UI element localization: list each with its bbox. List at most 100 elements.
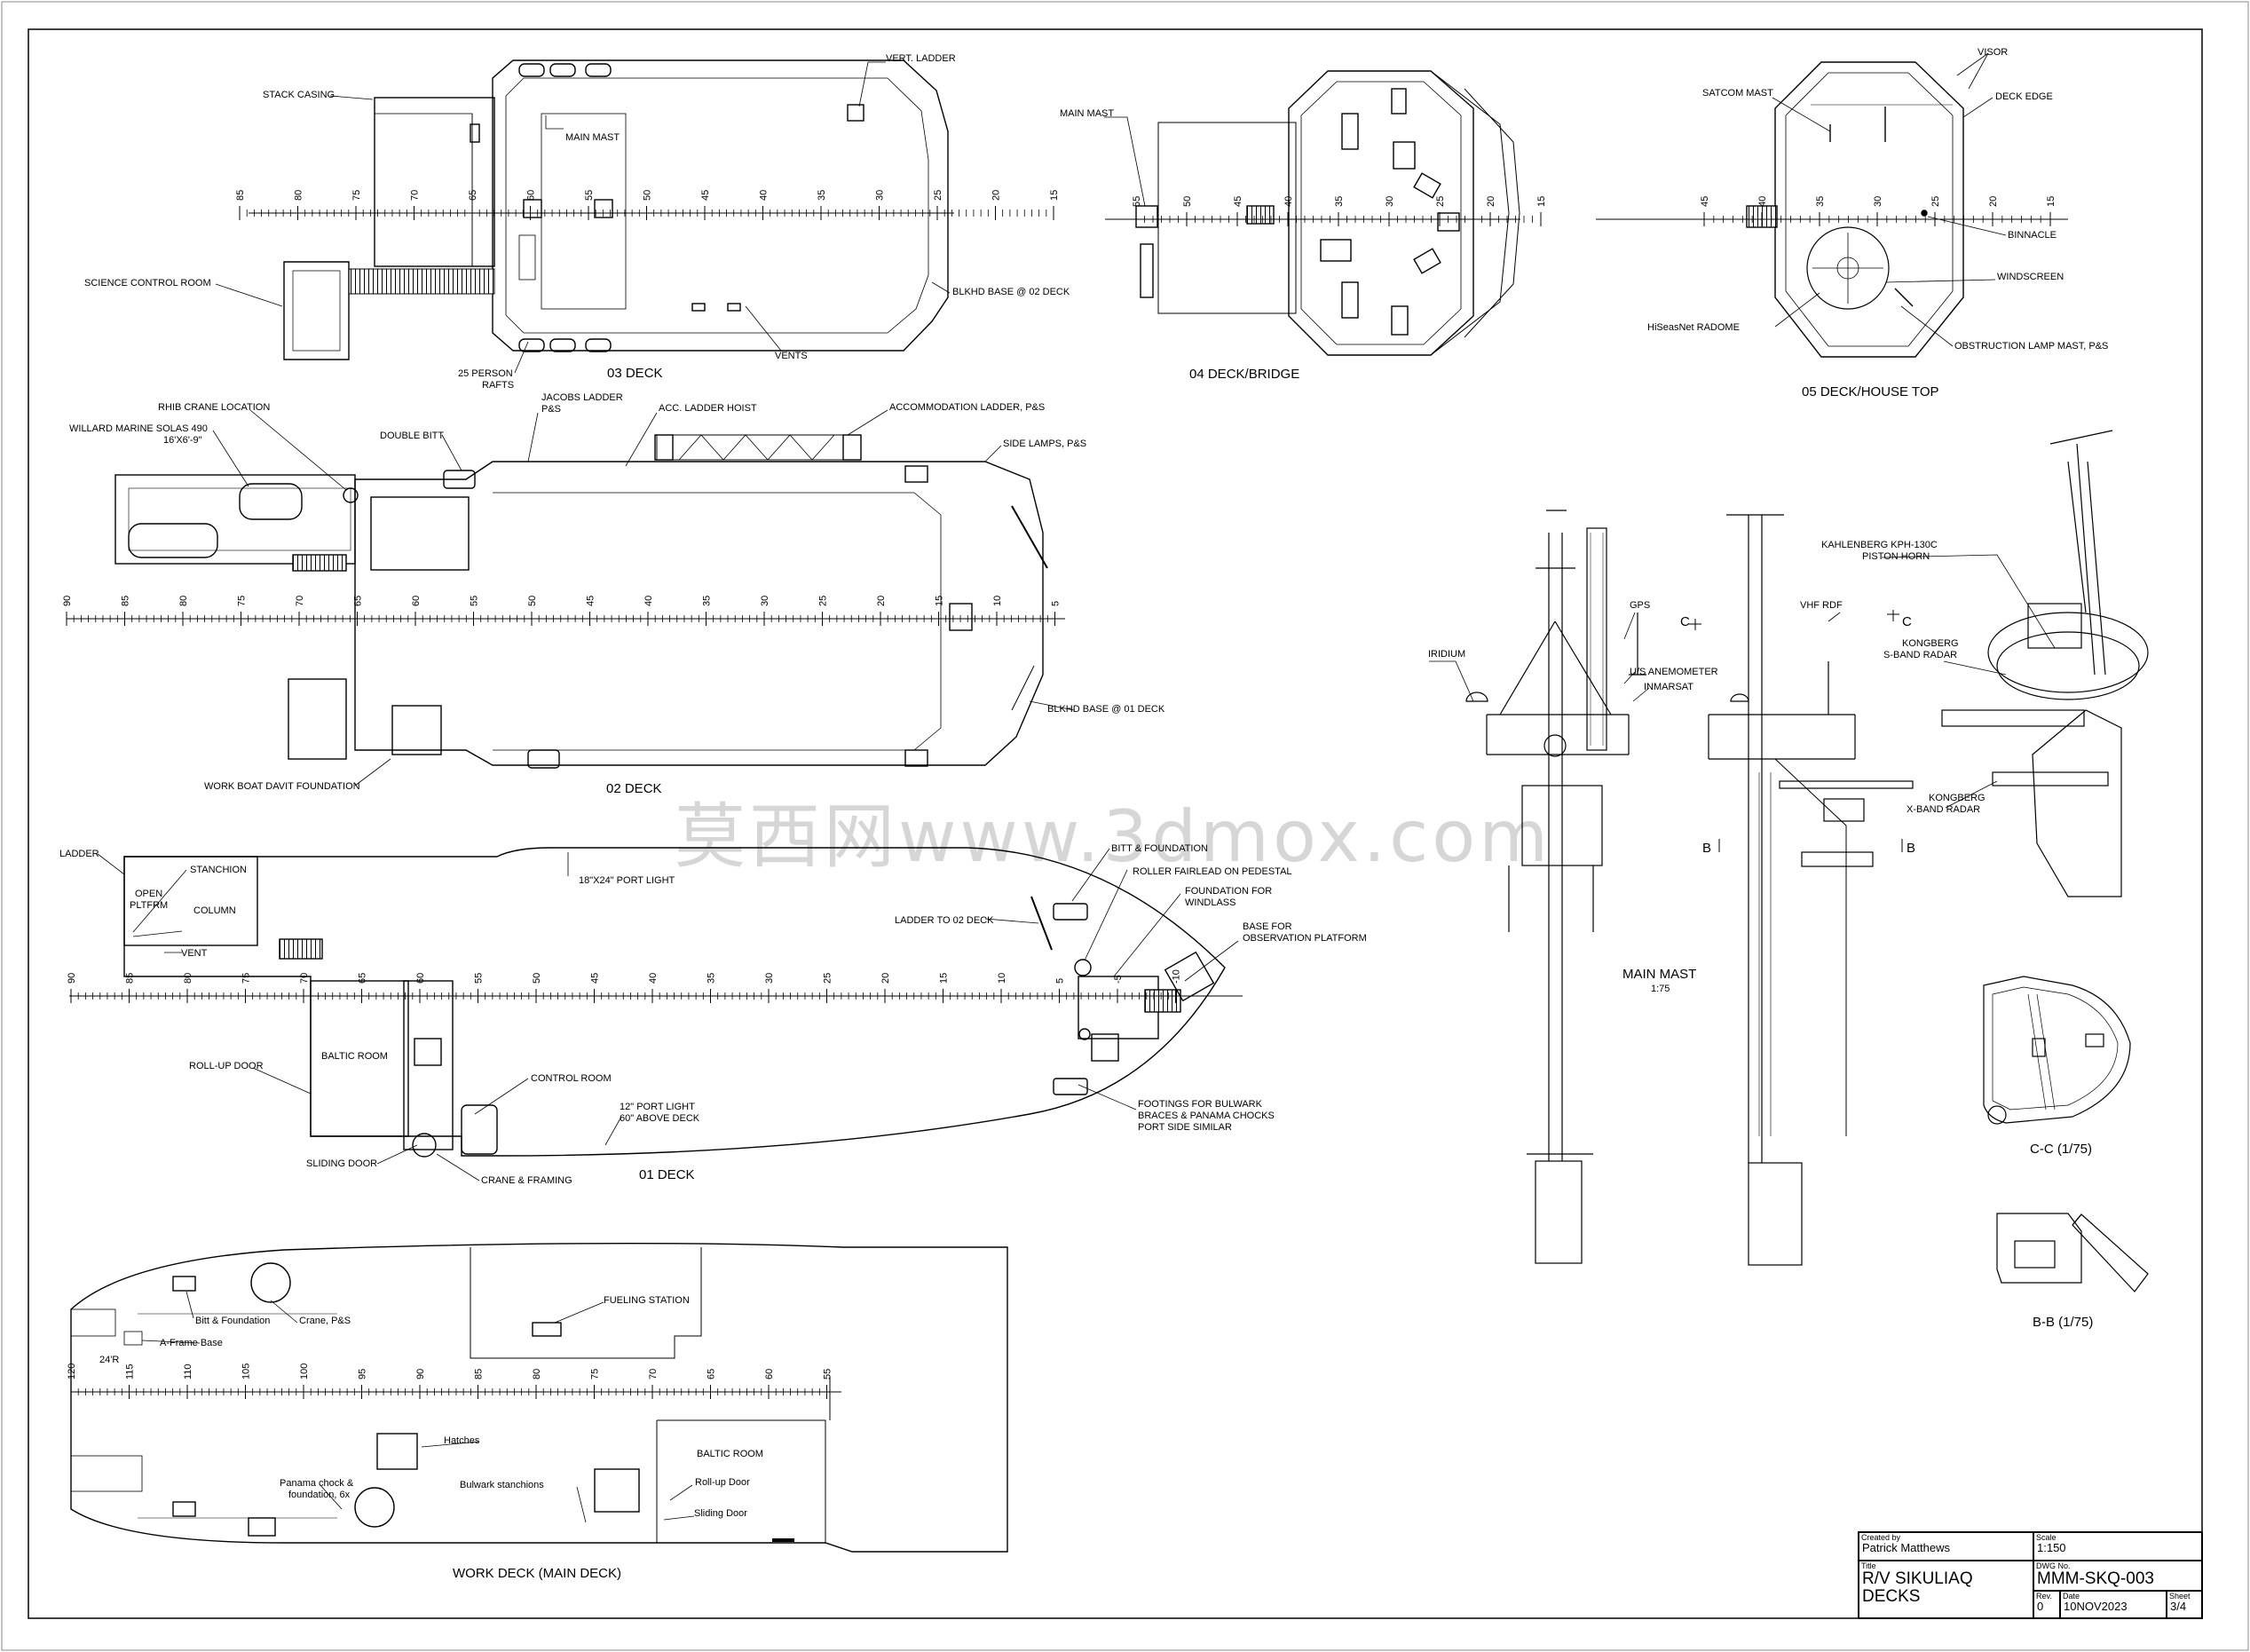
axis-tick-label: 35 bbox=[1334, 196, 1345, 207]
axis-tick-label: 60 bbox=[411, 596, 422, 606]
label-rafts-1: 25 PERSON bbox=[458, 368, 513, 379]
title-02-deck: 02 DECK bbox=[606, 781, 662, 796]
label-crane-01: CRANE & FRAMING bbox=[481, 1175, 572, 1186]
tb-title-line-1: R/V SIKULIAQ bbox=[1862, 1569, 1973, 1588]
axis-tick-label: 55 bbox=[474, 973, 485, 984]
label-ladder-01: LADDER bbox=[59, 849, 99, 859]
label-vert-ladder: VERT. LADDER bbox=[886, 53, 956, 64]
label-science-control-room: SCIENCE CONTROL ROOM bbox=[84, 278, 211, 289]
label-radius: 24'R bbox=[99, 1355, 119, 1365]
label-gps: GPS bbox=[1630, 600, 1650, 611]
axis-tick-label: 90 bbox=[67, 973, 77, 984]
label-section-b-right: B bbox=[1907, 841, 1915, 856]
axis-tick-label: 80 bbox=[294, 190, 304, 201]
axis-tick-label: 5 bbox=[1051, 601, 1062, 606]
axis-tick-label: 20 bbox=[880, 973, 891, 984]
axis-tick-label: 65 bbox=[353, 596, 364, 606]
label-sliding-wd: Sliding Door bbox=[694, 1508, 747, 1519]
label-vent-01: VENT bbox=[181, 948, 208, 959]
label-port-light-12-1: 12" PORT LIGHT bbox=[620, 1102, 695, 1112]
label-iridium: IRIDIUM bbox=[1428, 649, 1465, 660]
axis-tick-label: 75 bbox=[590, 1369, 601, 1379]
label-rafts-2: RAFTS bbox=[482, 380, 514, 391]
axis-tick-label: 20 bbox=[876, 596, 887, 606]
label-stack-casing: STACK CASING bbox=[263, 90, 335, 100]
axis-tick-label: 120 bbox=[67, 1363, 77, 1379]
axis-tick-label: 70 bbox=[410, 190, 421, 201]
label-sliding-01: SLIDING DOOR bbox=[306, 1158, 377, 1169]
axis-tick-label: 25 bbox=[823, 973, 833, 984]
tb-dwg-no: DWG No. MMM-SKQ-003 bbox=[2033, 1561, 2203, 1591]
label-stanchion: STANCHION bbox=[190, 865, 247, 875]
label-main-mast-scale: 1:75 bbox=[1651, 984, 1670, 994]
label-hatches: Hatches bbox=[444, 1435, 480, 1446]
deck-02-view bbox=[114, 434, 1048, 769]
tb-scale: Scale 1:150 bbox=[2033, 1532, 2203, 1561]
label-visor: VISOR bbox=[1978, 47, 2008, 58]
label-control-room: CONTROL ROOM bbox=[531, 1073, 612, 1084]
axis-tick-label: 30 bbox=[875, 190, 886, 201]
title-block: Created by Patrick Matthews Scale 1:150 … bbox=[1858, 1531, 2203, 1619]
axis-tick-label: 50 bbox=[532, 973, 542, 984]
axis-tick-label: 60 bbox=[526, 190, 537, 201]
axis-tick-label: 50 bbox=[1182, 196, 1193, 207]
label-rollup-wd: Roll-up Door bbox=[695, 1477, 750, 1488]
axis-tick-label: 85 bbox=[121, 596, 131, 606]
axis-tick-label: 30 bbox=[764, 973, 775, 984]
tb-rev: Rev. 0 bbox=[2033, 1591, 2060, 1619]
title-05-deck: 05 DECK/HOUSE TOP bbox=[1802, 384, 1939, 399]
label-vhf: VHF RDF bbox=[1800, 600, 1843, 611]
label-panama-1: Panama chock & bbox=[280, 1478, 354, 1489]
axis-tick-label: 25 bbox=[1435, 196, 1446, 207]
tb-scale-caption: Scale bbox=[2036, 1533, 2057, 1542]
axis-tick-label: 65 bbox=[707, 1369, 717, 1379]
axis-tick-label: 40 bbox=[1283, 196, 1294, 207]
axis-tick-label: 35 bbox=[1815, 196, 1826, 207]
label-main-mast-04: MAIN MAST bbox=[1060, 108, 1114, 119]
label-rhib-crane: RHIB CRANE LOCATION bbox=[158, 402, 270, 413]
label-hiseasnet: HiSeasNet RADOME bbox=[1647, 322, 1740, 333]
tb-rev-value: 0 bbox=[2037, 1600, 2044, 1613]
deck-04-view bbox=[1135, 70, 1520, 356]
axis-tick-label: 60 bbox=[764, 1369, 775, 1379]
label-acc-hoist: ACC. LADDER HOIST bbox=[659, 403, 757, 414]
label-binnacle: BINNACLE bbox=[2008, 230, 2057, 241]
axis-tick-label: 50 bbox=[643, 190, 653, 201]
axis-tick-label: -5 bbox=[1113, 975, 1124, 984]
axis-tick-label: 25 bbox=[933, 190, 943, 201]
axis-tick-label: 90 bbox=[415, 1369, 426, 1379]
label-work-boat: WORK BOAT DAVIT FOUNDATION bbox=[204, 781, 360, 792]
tb-date-value: 10NOV2023 bbox=[2064, 1600, 2128, 1613]
label-windlass-2: WINDLASS bbox=[1185, 897, 1236, 908]
axis-tick-label: 15 bbox=[939, 973, 950, 984]
label-sband-1: KONGBERG bbox=[1902, 638, 1959, 649]
label-jacobs-2: P&S bbox=[541, 404, 561, 415]
axis-tick-label: 45 bbox=[700, 190, 711, 201]
tb-sheet-value: 3/4 bbox=[2170, 1600, 2187, 1613]
axis-tick-label: 35 bbox=[817, 190, 827, 201]
label-windscreen: WINDSCREEN bbox=[1997, 272, 2064, 282]
title-main-mast: MAIN MAST bbox=[1622, 967, 1696, 982]
axis-tick-label: 40 bbox=[759, 190, 770, 201]
axis-tick-label: 45 bbox=[1233, 196, 1243, 207]
label-baltic-wd: BALTIC ROOM bbox=[697, 1449, 763, 1459]
label-section-c-left: C bbox=[1680, 614, 1690, 629]
axis-tick-label: 20 bbox=[1486, 196, 1496, 207]
axis-tick-label: 40 bbox=[643, 596, 654, 606]
label-jacobs-1: JACOBS LADDER bbox=[541, 392, 623, 403]
axis-tick-label: 15 bbox=[2046, 196, 2057, 207]
section-cc-view bbox=[1983, 976, 2131, 1125]
section-marks bbox=[1689, 610, 1903, 852]
label-blkhd-base-02: BLKHD BASE @ 02 DECK bbox=[952, 287, 1070, 297]
label-column: COLUMN bbox=[193, 905, 236, 916]
tb-title-line-2: DECKS bbox=[1862, 1587, 1921, 1606]
label-sband-2: S-BAND RADAR bbox=[1883, 650, 1957, 660]
label-side-lamps: SIDE LAMPS, P&S bbox=[1003, 439, 1086, 449]
tb-created-by-value: Patrick Matthews bbox=[1862, 1541, 1950, 1554]
